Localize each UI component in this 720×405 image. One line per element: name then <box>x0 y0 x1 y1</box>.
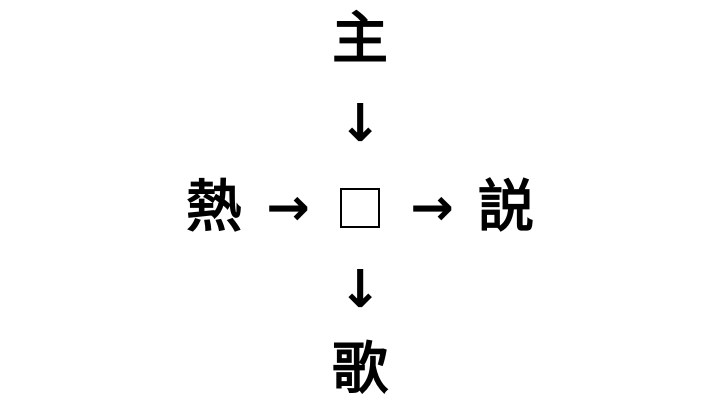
top-kanji: 主 <box>332 7 388 72</box>
bottom-kanji: 歌 <box>332 337 388 402</box>
arrow-right-right-icon: → <box>410 178 454 238</box>
blank-answer-box[interactable] <box>340 188 380 228</box>
arrow-right-left-icon: → <box>266 178 310 238</box>
arrow-down-bottom-icon: ↓ <box>338 260 382 320</box>
right-kanji: 説 <box>478 175 534 240</box>
left-kanji: 熱 <box>186 175 242 240</box>
arrow-down-top-icon: ↓ <box>338 94 382 154</box>
